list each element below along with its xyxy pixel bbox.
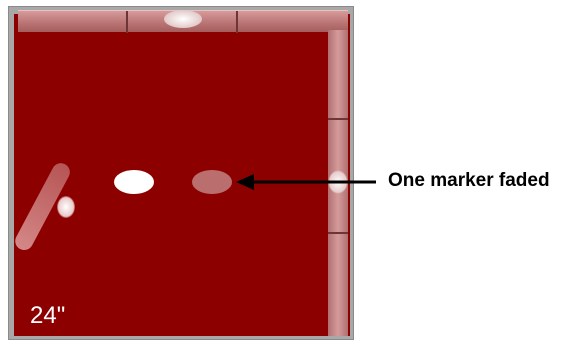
tube-marker: [57, 196, 75, 218]
solid-marker: [114, 170, 154, 194]
rail-segment-divider: [126, 11, 128, 33]
size-label: 24": [30, 302, 66, 329]
red-field: [14, 14, 350, 336]
top-rail-marker: [164, 10, 202, 28]
rail-segment-divider: [328, 232, 348, 234]
arrow-head: [236, 174, 254, 190]
rail-segment-divider: [328, 118, 348, 120]
faded-marker: [192, 170, 232, 194]
rail-segment-divider: [236, 11, 238, 33]
annotation-label: One marker faded: [388, 170, 550, 191]
